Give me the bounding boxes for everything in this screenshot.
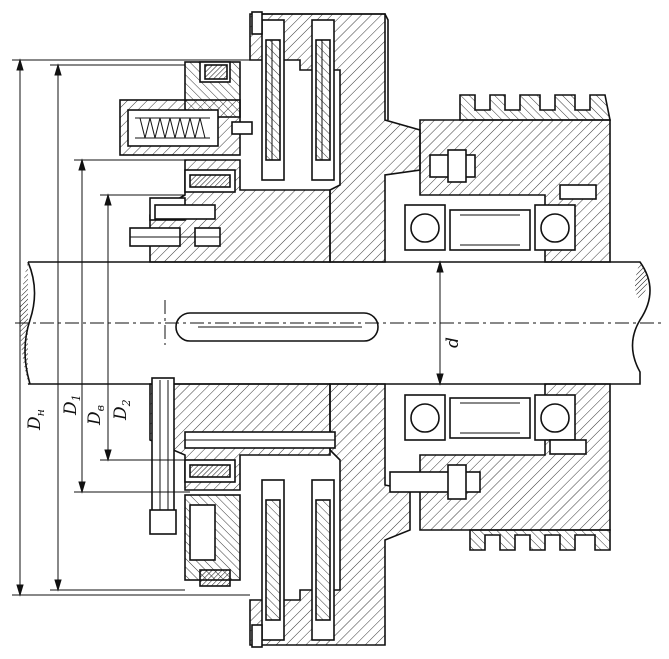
labels: Dн D1 Dв D2 d <box>25 337 463 431</box>
svg-text:Dн: Dн <box>25 409 47 431</box>
valve-block <box>119 99 253 156</box>
svg-text:d: d <box>443 337 463 348</box>
label-d-outer: Dн <box>25 409 47 431</box>
hub-top <box>129 61 331 263</box>
housing-top <box>249 11 421 263</box>
label-d-b: Dв <box>85 405 107 426</box>
centre-lines <box>15 300 665 345</box>
label-d-1: D1 <box>61 394 83 416</box>
svg-text:Dв: Dв <box>85 405 107 426</box>
pulley-bottom <box>389 383 611 551</box>
hub-bottom <box>149 377 336 587</box>
label-d-2: D2 <box>111 399 133 421</box>
svg-text:D2: D2 <box>111 399 133 421</box>
svg-text:D1: D1 <box>61 394 83 416</box>
pulley-top <box>404 94 611 263</box>
label-shaft-d: d <box>443 337 463 348</box>
dimension-lines <box>12 58 444 597</box>
shaft <box>20 261 651 385</box>
